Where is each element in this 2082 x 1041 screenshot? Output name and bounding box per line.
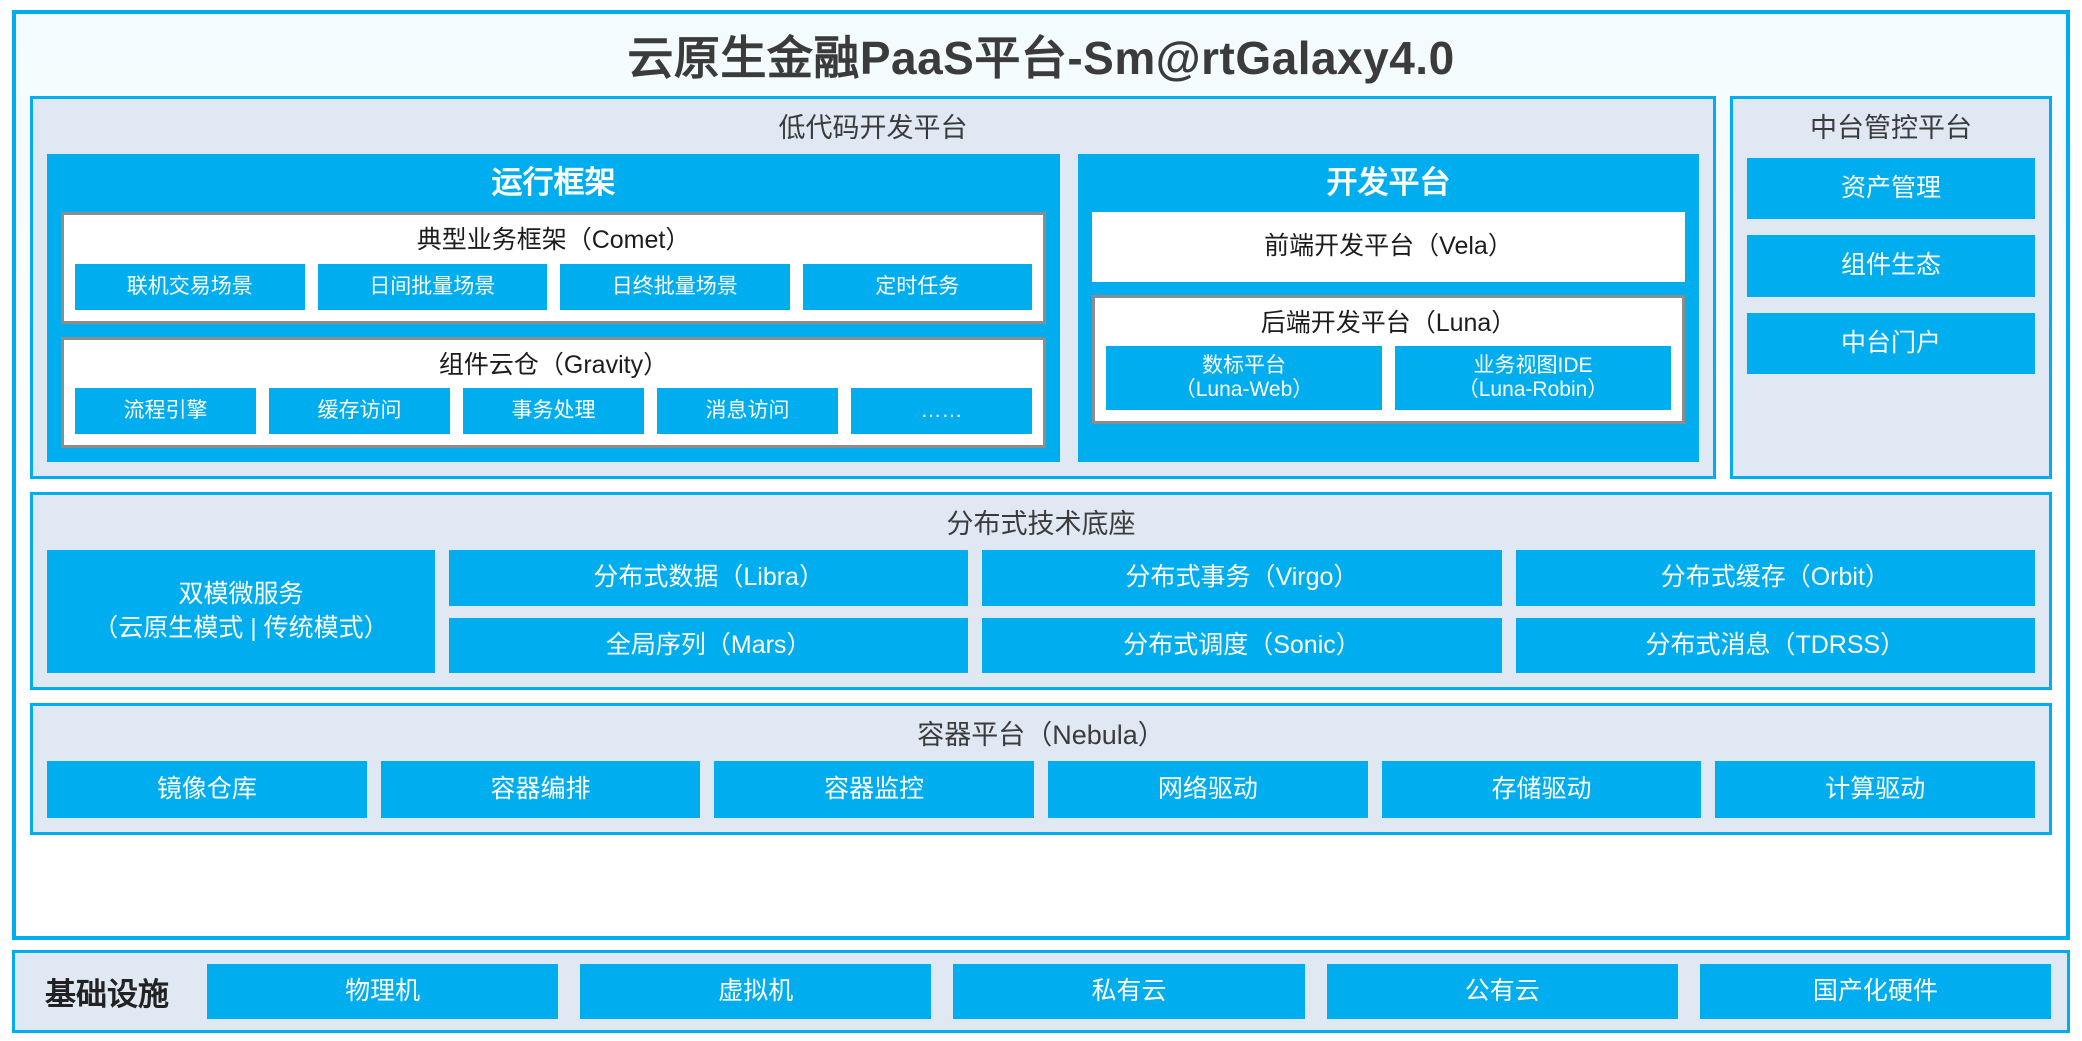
mgmt-platform-title: 中台管控平台 [1810, 113, 1972, 144]
dual-mode-microservice[interactable]: 双模微服务 （云原生模式 | 传统模式） [47, 550, 435, 674]
lowcode-platform-body: 运行框架 典型业务框架（Comet） 联机交易场景 日间批量场景 日终批量场景 … [47, 153, 1699, 463]
dual-mode-microservice-line2: （云原生模式 | 传统模式） [93, 613, 389, 642]
luna-item-robin-name: 业务视图IDE [1473, 354, 1593, 378]
mgmt-platform-items: 资产管理 组件生态 中台门户 [1747, 154, 2035, 375]
page-title: 云原生金融PaaS平台-Sm@rtGalaxy4.0 [627, 32, 1455, 84]
mgmt-platform-panel: 中台管控平台 资产管理 组件生态 中台门户 [1730, 96, 2052, 480]
luna-item-web-name: 数标平台 [1202, 354, 1287, 378]
runtime-framework-title: 运行框架 [491, 164, 616, 200]
distributed-base-body: 双模微服务 （云原生模式 | 传统模式） 分布式数据（Libra） 全局序列（M… [47, 550, 2035, 674]
container-item-network-driver[interactable]: 网络驱动 [1048, 760, 1368, 819]
container-platform-items: 镜像仓库 容器编排 容器监控 网络驱动 存储驱动 计算驱动 [47, 760, 2036, 819]
mgmt-item-component[interactable]: 组件生态 [1747, 235, 2035, 297]
gravity-items: 流程引擎 缓存访问 事务处理 消息访问 …… [75, 388, 1032, 435]
container-item-monitoring[interactable]: 容器监控 [714, 760, 1035, 819]
distributed-item-mars[interactable]: 全局序列（Mars） [449, 617, 969, 674]
container-item-compute-driver[interactable]: 计算驱动 [1715, 760, 2036, 819]
container-item-registry[interactable]: 镜像仓库 [47, 760, 367, 819]
container-platform-panel: 容器平台（Nebula） 镜像仓库 容器编排 容器监控 网络驱动 存储驱动 计算… [30, 703, 2052, 836]
gravity-item[interactable]: 缓存访问 [269, 388, 450, 435]
comet-item[interactable]: 日终批量场景 [560, 263, 790, 310]
infrastructure-items: 物理机 虚拟机 私有云 公有云 国产化硬件 [207, 963, 2052, 1019]
mgmt-item-asset[interactable]: 资产管理 [1747, 157, 2035, 220]
gravity-item[interactable]: 流程引擎 [75, 388, 256, 435]
backend-platform-luna-box: 后端开发平台（Luna） 数标平台 （Luna-Web） 业务视图IDE （Lu… [1092, 294, 1685, 424]
container-platform-title: 容器平台（Nebula） [917, 720, 1165, 751]
comet-item[interactable]: 定时任务 [802, 263, 1032, 310]
dual-mode-microservice-wrap: 双模微服务 （云原生模式 | 传统模式） [47, 550, 435, 674]
infrastructure-item-physical[interactable]: 物理机 [207, 963, 559, 1019]
backend-platform-luna-title: 后端开发平台（Luna） [1260, 308, 1517, 337]
gravity-item-more[interactable]: …… [851, 388, 1032, 435]
comet-item[interactable]: 联机交易场景 [75, 263, 305, 310]
comet-items: 联机交易场景 日间批量场景 日终批量场景 定时任务 [75, 263, 1032, 310]
gravity-item[interactable]: 事务处理 [463, 388, 644, 435]
luna-items: 数标平台 （Luna-Web） 业务视图IDE （Luna-Robin） [1106, 346, 1672, 410]
comet-item[interactable]: 日间批量场景 [317, 263, 547, 310]
lowcode-platform-panel: 低代码开发平台 运行框架 典型业务框架（Comet） 联机交易场景 日间批量场景… [30, 96, 1716, 480]
infrastructure-bar: 基础设施 物理机 虚拟机 私有云 公有云 国产化硬件 [12, 949, 2070, 1033]
mgmt-item-portal[interactable]: 中台门户 [1747, 312, 2035, 375]
development-platform-card: 开发平台 前端开发平台（Vela） 后端开发平台（Luna） 数标平台 （Lun… [1078, 153, 1699, 463]
lower-stack: 分布式技术底座 双模微服务 （云原生模式 | 传统模式） 分布式数据（Libra… [30, 492, 2052, 836]
distributed-base-panel: 分布式技术底座 双模微服务 （云原生模式 | 传统模式） 分布式数据（Libra… [30, 492, 2052, 691]
distributed-item-tdrss[interactable]: 分布式消息（TDRSS） [1515, 617, 2035, 674]
luna-item-web[interactable]: 数标平台 （Luna-Web） [1106, 346, 1383, 410]
container-item-orchestration[interactable]: 容器编排 [380, 760, 701, 819]
frontend-platform-vela[interactable]: 前端开发平台（Vela） [1092, 212, 1685, 282]
comet-title: 典型业务框架（Comet） [416, 226, 691, 255]
luna-item-web-code: （Luna-Web） [1174, 378, 1314, 402]
top-row: 低代码开发平台 运行框架 典型业务框架（Comet） 联机交易场景 日间批量场景… [30, 96, 2052, 480]
distributed-column-3: 分布式缓存（Orbit） 分布式消息（TDRSS） [1515, 550, 2035, 674]
distributed-column-1: 分布式数据（Libra） 全局序列（Mars） [449, 550, 969, 674]
infrastructure-label: 基础设施 [45, 976, 169, 1012]
container-item-storage-driver[interactable]: 存储驱动 [1381, 760, 1702, 819]
dual-mode-microservice-line1: 双模微服务 [178, 579, 304, 608]
distributed-column-2: 分布式事务（Virgo） 分布式调度（Sonic） [982, 550, 1502, 674]
luna-item-robin[interactable]: 业务视图IDE （Luna-Robin） [1395, 346, 1672, 410]
development-platform-title: 开发平台 [1326, 164, 1451, 200]
lowcode-platform-title: 低代码开发平台 [778, 113, 968, 144]
distributed-item-sonic[interactable]: 分布式调度（Sonic） [982, 617, 1502, 674]
distributed-item-virgo[interactable]: 分布式事务（Virgo） [982, 550, 1502, 606]
runtime-framework-card: 运行框架 典型业务框架（Comet） 联机交易场景 日间批量场景 日终批量场景 … [47, 153, 1061, 463]
gravity-box: 组件云仓（Gravity） 流程引擎 缓存访问 事务处理 消息访问 …… [61, 336, 1047, 449]
gravity-item[interactable]: 消息访问 [657, 388, 838, 435]
infrastructure-item-public-cloud[interactable]: 公有云 [1326, 963, 1678, 1019]
platform-main-frame: 云原生金融PaaS平台-Sm@rtGalaxy4.0 低代码开发平台 运行框架 … [12, 10, 2070, 940]
luna-item-robin-code: （Luna-Robin） [1457, 378, 1609, 402]
infrastructure-item-domestic-hardware[interactable]: 国产化硬件 [1699, 963, 2052, 1019]
infrastructure-item-virtual[interactable]: 虚拟机 [580, 963, 932, 1019]
distributed-base-title: 分布式技术底座 [946, 509, 1136, 540]
gravity-title: 组件云仓（Gravity） [438, 350, 669, 379]
distributed-item-libra[interactable]: 分布式数据（Libra） [449, 550, 969, 606]
comet-box: 典型业务框架（Comet） 联机交易场景 日间批量场景 日终批量场景 定时任务 [61, 212, 1047, 324]
infrastructure-item-private-cloud[interactable]: 私有云 [953, 963, 1305, 1019]
distributed-item-orbit[interactable]: 分布式缓存（Orbit） [1515, 550, 2035, 606]
